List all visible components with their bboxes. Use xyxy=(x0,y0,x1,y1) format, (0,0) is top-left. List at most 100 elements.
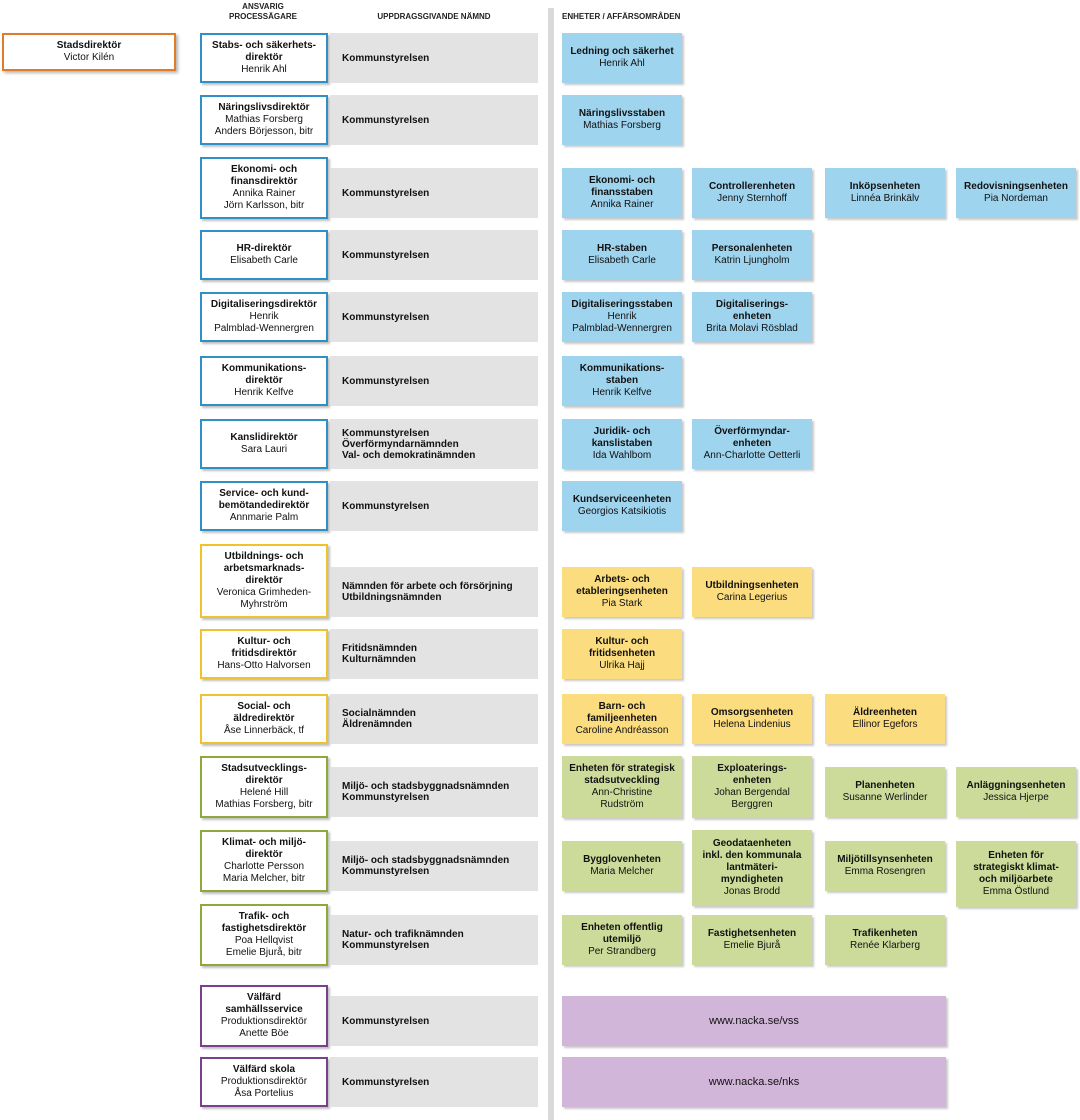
unit-title: Miljötillsynsenheten xyxy=(837,854,933,865)
unit-names: Pia Stark xyxy=(601,598,643,609)
board-cell: Natur- och trafiknämnden Kommunstyrelsen xyxy=(330,915,538,965)
process-owner-names: Elisabeth Carle xyxy=(230,255,298,266)
process-owner-title: Näringslivsdirektör xyxy=(218,102,310,113)
unit-title: Enheten offentlig utemiljö xyxy=(581,922,663,945)
unit-names: Renée Klarberg xyxy=(849,940,921,951)
unit-title: Överförmyndar- enheten xyxy=(714,426,790,449)
unit-names: Caroline Andréasson xyxy=(575,725,669,736)
unit-names: Ida Wahlbom xyxy=(592,450,652,461)
process-owner-names: Charlotte Persson Maria Melcher, bitr xyxy=(222,861,306,884)
unit-title: Trafikenheten xyxy=(852,928,918,939)
unit-names: Johan Bergendal Berggren xyxy=(714,787,790,810)
process-owner-names: Poa Hellqvist Emelie Bjurå, bitr xyxy=(225,935,303,958)
website-link-box: www.nacka.se/vss xyxy=(562,996,946,1046)
unit-names: Ann-Charlotte Oetterli xyxy=(703,450,801,461)
city-director-box: Stadsdirektör Victor Kilén xyxy=(2,33,176,71)
unit-title: Ekonomi- och finansstaben xyxy=(588,175,656,198)
unit-title: Kommunikations- staben xyxy=(579,363,665,386)
unit-title: Enheten för strategisk stadsutveckling xyxy=(569,763,675,786)
process-owner-title: Social- och äldredirektör xyxy=(233,701,295,724)
board-cell: Socialnämnden Äldrenämnden xyxy=(330,694,538,744)
process-owner-names: Mathias Forsberg Anders Börjesson, bitr xyxy=(214,114,314,137)
board-cell: Kommunstyrelsen Överförmyndarnämnden Val… xyxy=(330,419,538,469)
process-owner-title: Klimat- och miljö- direktör xyxy=(222,837,306,860)
board-cell: Miljö- och stadsbyggnadsnämnden Kommunst… xyxy=(330,767,538,817)
unit-title: Barn- och familjeenheten xyxy=(586,701,658,724)
unit-names: Susanne Werlinder xyxy=(842,792,928,803)
process-owner-names: Helené Hill Mathias Forsberg, bitr xyxy=(215,787,313,810)
board-cell: Kommunstyrelsen xyxy=(330,33,538,83)
process-owner-names: Veronica Grimheden- Myhrström xyxy=(216,587,312,610)
unit-names: Pia Nordeman xyxy=(984,193,1048,204)
unit-names: Georgios Katsikiotis xyxy=(577,506,667,517)
unit-title: Inköpsenheten xyxy=(849,181,921,192)
unit-box: Geodataenheten inkl. den kommunala lantm… xyxy=(692,830,812,906)
unit-title: Äldreenheten xyxy=(853,707,917,718)
unit-title: Kundserviceenheten xyxy=(572,494,672,505)
process-owner-names: Annika Rainer Jörn Karlsson, bitr xyxy=(223,188,305,211)
unit-title: Juridik- och kanslistaben xyxy=(591,426,653,449)
header-owner: ANSVARIG PROCESSÄGARE xyxy=(228,2,297,21)
process-owner-title: Välfärd samhällsservice xyxy=(225,992,303,1015)
process-owner-title: Kultur- och fritidsdirektör xyxy=(231,636,297,659)
process-owner-names: Åse Linnerbäck, tf xyxy=(223,725,305,736)
website-link: www.nacka.se/vss xyxy=(709,1015,799,1027)
unit-names: Henrik Kelfve xyxy=(592,387,652,398)
unit-title: Ledning och säkerhet xyxy=(570,46,674,57)
unit-title: Exploaterings- enheten xyxy=(717,763,787,786)
website-link-box: www.nacka.se/nks xyxy=(562,1057,946,1107)
board-cell: Fritidsnämnden Kulturnämnden xyxy=(330,629,538,679)
unit-names: Jenny Sternhoff xyxy=(717,193,787,204)
process-owner-title: Utbildnings- och arbetsmarknads- direktö… xyxy=(223,551,305,586)
board-cell: Miljö- och stadsbyggnadsnämnden Kommunst… xyxy=(330,841,538,891)
process-owner-names: Henrik Palmblad-Wennergren xyxy=(214,311,314,334)
process-owner-title: Välfärd skola xyxy=(232,1064,296,1075)
unit-names: Jessica Hjerpe xyxy=(983,792,1049,803)
unit-title: Kultur- och fritidsenheten xyxy=(588,636,656,659)
unit-title: Planenheten xyxy=(855,780,915,791)
board-cell: Kommunstyrelsen xyxy=(330,168,538,218)
process-owner-title: Stadsutvecklings- direktör xyxy=(221,763,307,786)
unit-names: Ulrika Hajj xyxy=(599,660,645,671)
process-owner-names: Hans-Otto Halvorsen xyxy=(217,660,311,671)
process-owner-names: Produktionsdirektör Anette Böe xyxy=(220,1016,308,1039)
city-director-title: Stadsdirektör xyxy=(56,40,122,51)
unit-names: Annika Rainer xyxy=(590,199,654,210)
unit-title: Enheten för strategiskt klimat- och milj… xyxy=(973,850,1059,885)
header-board: UPPDRAGSGIVANDE NÄMND xyxy=(377,12,491,21)
unit-title: Personalenheten xyxy=(711,243,793,254)
unit-names: Mathias Forsberg xyxy=(583,120,661,131)
unit-title: Digitaliserings- enheten xyxy=(715,299,789,322)
board-cell: Nämnden för arbete och försörjning Utbil… xyxy=(330,567,538,617)
unit-names: Ann-Christine Rudström xyxy=(591,787,653,810)
unit-names: Linnéa Brinkälv xyxy=(850,193,920,204)
process-owner-names: Produktionsdirektör Åsa Portelius xyxy=(220,1076,308,1099)
unit-box: Enheten för strategiskt klimat- och milj… xyxy=(956,841,1076,907)
